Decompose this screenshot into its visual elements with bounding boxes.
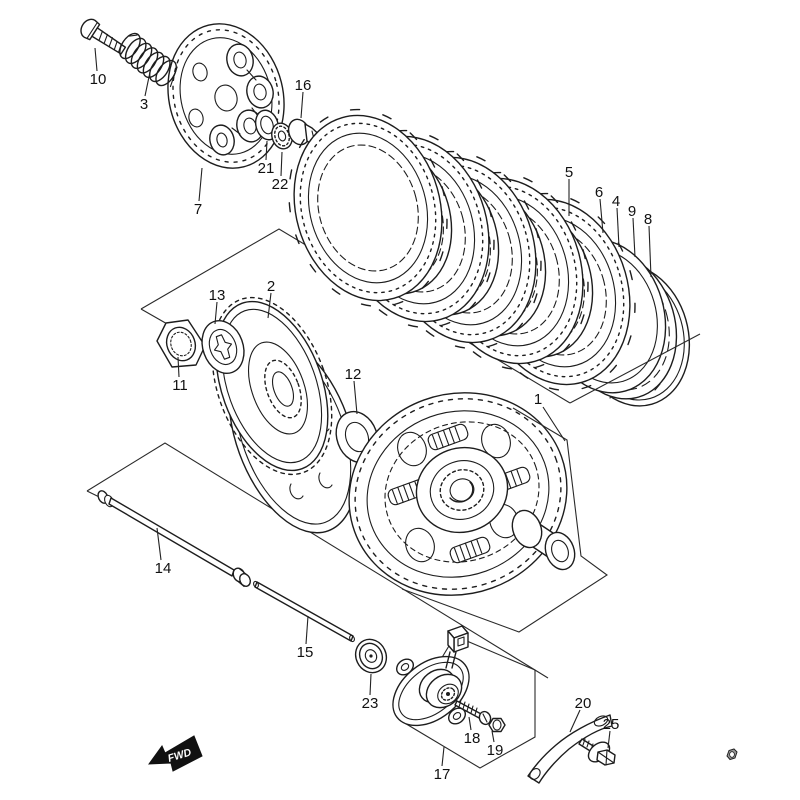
clutch-basket xyxy=(348,392,568,596)
callout-leader-18 xyxy=(468,716,472,731)
callout-19: 19 xyxy=(487,742,504,759)
callout-leader-7 xyxy=(198,167,203,202)
clutch-spring-bolt xyxy=(80,18,127,55)
fwd-arrow: FWD xyxy=(147,735,203,772)
callout-leader-23 xyxy=(369,673,372,696)
clutch-plate-stack xyxy=(288,108,691,407)
hub-nut xyxy=(156,319,206,368)
callout-5: 5 xyxy=(565,164,573,181)
pressure-plate-bosses xyxy=(188,43,274,156)
friction-plate-1 xyxy=(288,108,448,308)
callout-1: 1 xyxy=(534,391,542,408)
release-mechanism-box xyxy=(402,635,536,769)
callout-23: 23 xyxy=(362,695,379,712)
pushrod-long xyxy=(97,490,235,577)
callout-3: 3 xyxy=(140,96,148,113)
callout-12: 12 xyxy=(345,366,362,383)
callout-leader-22 xyxy=(280,151,283,177)
callout-leader-1 xyxy=(542,406,566,442)
callout-22: 22 xyxy=(272,176,289,193)
callout-4: 4 xyxy=(612,193,620,210)
callout-leader-6 xyxy=(599,198,604,234)
callout-leader-8 xyxy=(648,225,652,278)
callout-9: 9 xyxy=(628,203,636,220)
needle-bearing-22 xyxy=(271,122,293,150)
callout-leader-9 xyxy=(632,217,636,258)
callout-21: 21 xyxy=(258,160,275,177)
adjuster-locknut xyxy=(488,717,506,733)
callout-15: 15 xyxy=(297,644,314,661)
callout-leader-15 xyxy=(305,615,309,645)
bracket-bolt xyxy=(578,738,616,766)
clutch-release-cam xyxy=(392,625,470,727)
cam-arm-connector xyxy=(445,625,469,669)
callout-leader-19 xyxy=(491,730,495,743)
callout-leader-4 xyxy=(616,207,620,248)
callout-25: 25 xyxy=(603,716,620,733)
pressure-plate xyxy=(167,23,285,169)
callout-7: 7 xyxy=(194,201,202,218)
adjuster-screw xyxy=(454,699,492,726)
callout-18: 18 xyxy=(464,730,481,747)
release-roller xyxy=(354,638,388,674)
callout-leader-13 xyxy=(214,301,218,325)
callout-8: 8 xyxy=(644,211,652,228)
spacer-bushing xyxy=(511,509,576,571)
callout-leader-14 xyxy=(156,527,162,561)
callout-16: 16 xyxy=(295,77,312,94)
lock-washer xyxy=(201,320,245,374)
clamp-bracket xyxy=(527,714,613,784)
callout-10: 10 xyxy=(90,71,107,88)
callout-leader-3 xyxy=(144,71,151,97)
boundary-lines-front xyxy=(401,333,701,633)
callout-leader-25 xyxy=(607,730,611,749)
callout-leader-11 xyxy=(177,356,180,378)
pushrod-coupler xyxy=(232,567,251,588)
callout-6: 6 xyxy=(595,184,603,201)
pushrod-short xyxy=(253,580,355,643)
callout-13: 13 xyxy=(209,287,226,304)
callout-20: 20 xyxy=(575,695,592,712)
callout-leader-12 xyxy=(353,380,358,415)
callout-14: 14 xyxy=(155,560,172,577)
callout-leader-10 xyxy=(94,47,98,72)
clutch-spring xyxy=(119,32,178,88)
callout-leader-16 xyxy=(300,91,304,119)
callout-leader-20 xyxy=(569,709,581,733)
callout-2: 2 xyxy=(267,278,275,295)
callout-17: 17 xyxy=(434,766,451,783)
callout-leader-21 xyxy=(265,140,268,161)
small-nut xyxy=(726,748,738,761)
callout-leader-2 xyxy=(267,292,272,319)
callout-leader-17 xyxy=(441,746,445,767)
callout-11: 11 xyxy=(172,377,188,394)
